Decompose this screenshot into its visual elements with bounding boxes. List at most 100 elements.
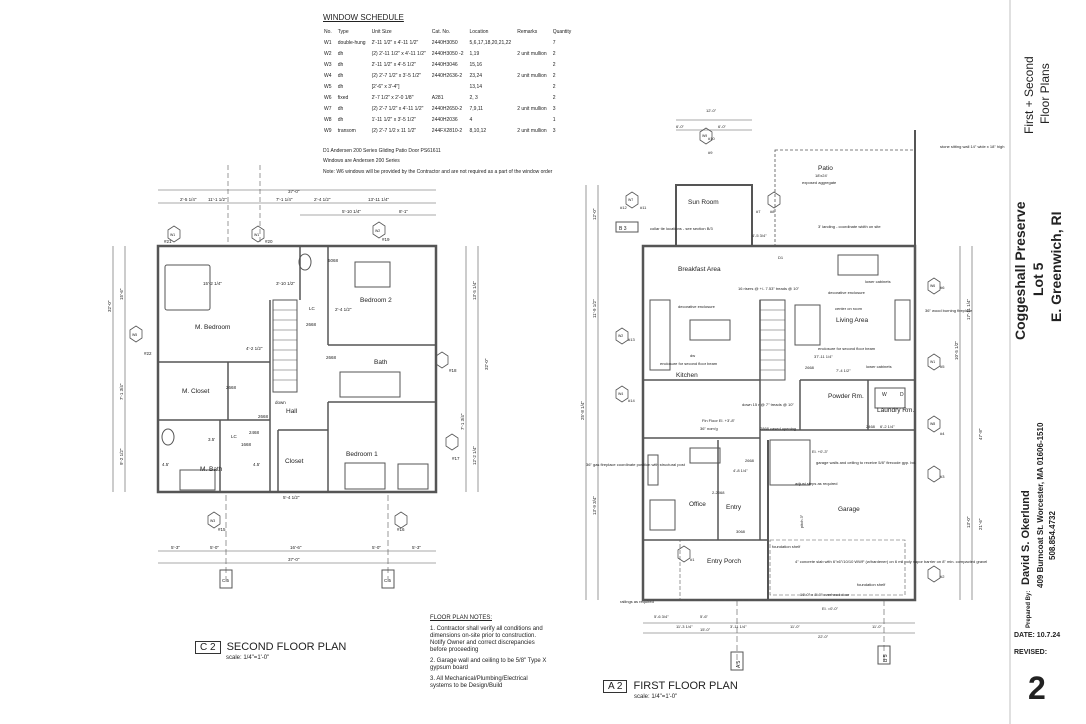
note-foundation-1: foundation shelf xyxy=(772,544,801,549)
first-floor-plan-title: FIRST FLOOR PLAN xyxy=(633,680,738,692)
note-beam-1: enclosure for second floor beam xyxy=(818,346,876,351)
note-decorative-2: decorative enclosure xyxy=(828,290,866,295)
schedule-cell: 15,16 xyxy=(469,61,483,68)
win-12: #12 xyxy=(620,205,627,210)
note-center-room: center on room xyxy=(835,306,863,311)
dim-closet-width: 5'-4 1/2" xyxy=(283,495,300,500)
room-office: Office xyxy=(689,501,706,508)
schedule-cell: fixed xyxy=(337,94,349,101)
dim-left-total: 32'-0" xyxy=(107,300,112,312)
win-21: #21 xyxy=(164,239,172,244)
win-type-w4: W4 xyxy=(618,392,623,396)
schedule-cell: W5 xyxy=(324,83,332,90)
section-b3: B 3 xyxy=(619,226,627,232)
win-9: #9 xyxy=(708,150,713,155)
series-note: Windows are Andersen 200 Series xyxy=(323,158,400,164)
schedule-cell: 2 xyxy=(552,94,556,101)
schedule-cell: (2) 2'-7 1/2" x 3'-5 1/2" xyxy=(371,72,421,79)
patio-size: 18'x24' xyxy=(815,173,828,178)
dim-left-c: 9'-2 1/2" xyxy=(119,448,124,465)
schedule-cell: 2'-11 1/2" x 4'-11 1/2" xyxy=(371,39,419,46)
note-gas-fp: 36" gas fireplace coordinate position wi… xyxy=(586,462,686,467)
dim-d2: 11'-1 1/2" xyxy=(208,197,227,202)
win-type-w9: W9 xyxy=(702,134,707,138)
prepared-by-label: Prepared By: xyxy=(1026,590,1032,628)
note-beam-2: enclosure for second floor beam xyxy=(660,361,718,366)
note-fin-floor: Fin Floor El. +3'-8" xyxy=(702,418,736,423)
schedule-cell: dh xyxy=(337,105,344,112)
dim-living-a: 37'-11 1/4" xyxy=(814,354,833,359)
dim-overall-bottom: 37'-0" xyxy=(288,557,300,562)
schedule-cell: 2 unit mullion xyxy=(517,127,547,134)
win-6: #6 xyxy=(940,285,945,290)
door-2468: 2468 xyxy=(249,430,260,435)
win-4: #4 xyxy=(940,431,945,436)
dim-4-5: 4.5' xyxy=(162,462,169,467)
dim-ff-left-a: 12'-0" xyxy=(592,208,597,220)
schedule-header-cell: Unit Size xyxy=(371,28,392,35)
lc-label-2: LC xyxy=(231,434,238,439)
notes-title: FLOOR PLAN NOTES: xyxy=(430,615,493,621)
dim-d4: 2'-4 1/2" xyxy=(314,197,331,202)
note-item: 3. All Mechanical/Plumbing/Electrical sy… xyxy=(430,676,528,689)
schedule-cell: 2440H3050 xyxy=(431,39,458,46)
win-type-w8: W8 xyxy=(930,422,935,426)
win-8: #8 xyxy=(770,209,775,214)
dim-hall-width: 3'-10 1/2" xyxy=(276,281,295,286)
section-b5: B 5 xyxy=(883,654,889,662)
schedule-cell: W2 xyxy=(324,50,332,57)
schedule-header-cell: Quantity xyxy=(552,28,572,35)
project-lot: Lot 5 xyxy=(1030,262,1046,296)
schedule-cell: 4 xyxy=(469,116,473,123)
win-20: #20 xyxy=(265,239,273,244)
schedule-cell: 244FX2810-2 xyxy=(431,127,463,134)
dim-ff-right-total: 47'-8" xyxy=(978,428,983,440)
lc-label: LC xyxy=(309,306,316,311)
schedule-cell: transom xyxy=(337,127,356,134)
note-item: 2. Garage wall and ceiling to be 5/8" Ty… xyxy=(430,658,547,671)
revised-label: REVISED: xyxy=(1014,649,1048,656)
door-2668-c: 2668 xyxy=(226,385,237,390)
room-sun-room: Sun Room xyxy=(688,199,719,206)
win-7: #7 xyxy=(756,209,761,214)
dim-b3: 16'-6" xyxy=(290,545,302,550)
win-type-w1-ff: W1 xyxy=(930,360,935,364)
schedule-cell: dh xyxy=(337,72,344,79)
note-dw: dw xyxy=(690,353,695,358)
win-3: #3 xyxy=(940,474,945,479)
schedule-cell: 13,14 xyxy=(469,83,483,90)
dim-d5: 13'-11 1/4" xyxy=(368,197,390,202)
note-pitch: pitch 3" xyxy=(799,514,804,528)
schedule-cell: 2440H2036 xyxy=(431,116,458,123)
door-2668-b: 2668 xyxy=(745,458,755,463)
room-breakfast: Breakfast Area xyxy=(678,266,721,273)
note-lower-cabinets-1: lower cabinets xyxy=(865,279,891,284)
win-17: #17 xyxy=(452,456,460,461)
dim-mb-width: 15'-2 1/4" xyxy=(203,281,222,286)
schedule-cell: 1,19 xyxy=(469,50,480,57)
note-decorative-1: decorative enclosure xyxy=(678,304,716,309)
schedule-cell: (2) 2'-7 1/2 x 11 1/2" xyxy=(371,127,417,134)
schedule-header-cell: Remarks xyxy=(517,28,538,35)
room-powder: Powder Rm. xyxy=(828,393,864,400)
schedule-cell: W3 xyxy=(324,61,332,68)
sheet-number: 2 xyxy=(1028,670,1046,706)
dim-b2-width: 2'-4 1/2" xyxy=(335,307,352,312)
dim-bottom-g: 5'-6" xyxy=(700,614,709,619)
schedule-cell: 1 xyxy=(552,116,556,123)
stair-down-label: down xyxy=(275,400,286,405)
note-foundation-2: foundation shelf xyxy=(857,582,886,587)
win-type-w1-b: W1 xyxy=(254,233,259,237)
dim-top-a: 6'-0" xyxy=(676,124,685,129)
schedule-cell: W4 xyxy=(324,72,332,79)
sheet-title-1: First + Second xyxy=(1022,56,1036,134)
schedule-cell: 2 unit mullion xyxy=(517,50,547,57)
room-entry-porch: Entry Porch xyxy=(707,558,741,565)
schedule-cell: 2 xyxy=(552,83,556,90)
